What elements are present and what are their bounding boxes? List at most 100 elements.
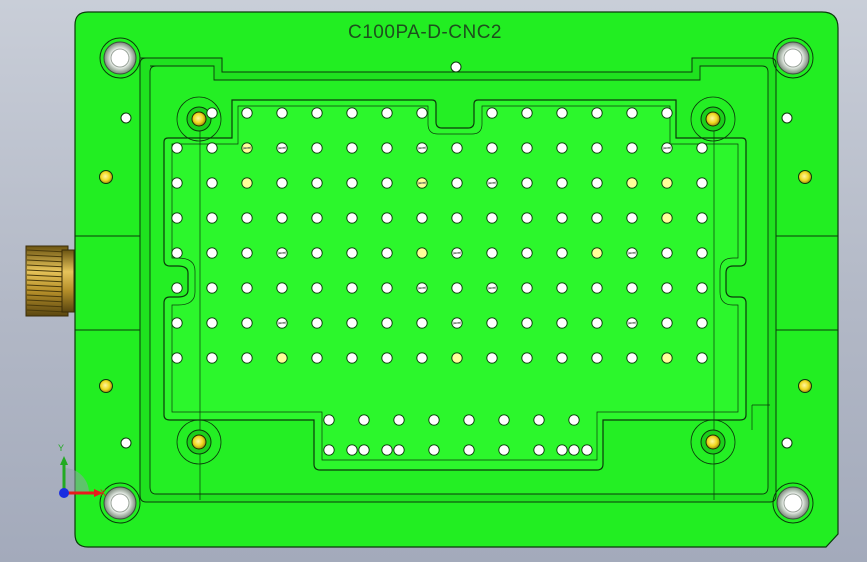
perforation-hole bbox=[311, 107, 323, 119]
perforation-hole bbox=[171, 282, 183, 294]
perforation-hole bbox=[346, 107, 358, 119]
perforation-hole bbox=[416, 247, 428, 259]
perforation-hole bbox=[241, 177, 253, 189]
perforation-hole bbox=[393, 414, 405, 426]
perforation-hole bbox=[206, 247, 218, 259]
perforation-hole bbox=[661, 142, 673, 154]
perforation-hole bbox=[696, 317, 708, 329]
perforation-hole bbox=[486, 212, 498, 224]
perforation-hole bbox=[556, 212, 568, 224]
perforation-hole bbox=[521, 247, 533, 259]
perforation-hole bbox=[521, 317, 533, 329]
countersunk-hole-icon[interactable] bbox=[99, 37, 141, 79]
countersunk-hole-icon[interactable] bbox=[772, 482, 814, 524]
perforation-hole bbox=[626, 247, 638, 259]
perforation-hole bbox=[241, 107, 253, 119]
perforation-hole bbox=[381, 317, 393, 329]
perforation-hole bbox=[696, 352, 708, 364]
perforation-hole bbox=[346, 177, 358, 189]
perforation-hole bbox=[381, 352, 393, 364]
mounting-hole[interactable] bbox=[99, 170, 113, 184]
pin-hole[interactable] bbox=[120, 112, 132, 124]
perforation-hole bbox=[171, 212, 183, 224]
perforation-hole bbox=[521, 107, 533, 119]
perforation-hole bbox=[241, 352, 253, 364]
threaded-insert-icon[interactable] bbox=[176, 96, 222, 142]
perforation-hole bbox=[241, 247, 253, 259]
perforation-hole bbox=[556, 352, 568, 364]
perforation-hole bbox=[451, 317, 463, 329]
perforation-hole bbox=[556, 142, 568, 154]
perforation-hole bbox=[451, 142, 463, 154]
perforation-hole bbox=[276, 247, 288, 259]
perforation-hole bbox=[206, 352, 218, 364]
perforation-hole bbox=[486, 107, 498, 119]
countersunk-hole-icon[interactable] bbox=[99, 482, 141, 524]
perforation-hole bbox=[381, 107, 393, 119]
pin-hole[interactable] bbox=[781, 112, 793, 124]
mounting-hole[interactable] bbox=[99, 379, 113, 393]
perforation-hole bbox=[533, 444, 545, 456]
perforation-hole bbox=[416, 282, 428, 294]
perforation-hole bbox=[521, 212, 533, 224]
perforation-hole bbox=[556, 282, 568, 294]
perforation-hole bbox=[556, 247, 568, 259]
perforation-hole bbox=[486, 247, 498, 259]
perforation-hole bbox=[276, 352, 288, 364]
perforation-hole bbox=[346, 142, 358, 154]
axis-triad-icon: Y X bbox=[48, 440, 118, 510]
perforation-hole bbox=[626, 317, 638, 329]
perforation-hole bbox=[463, 444, 475, 456]
perforation-hole bbox=[591, 352, 603, 364]
pocket-floor-inner-edge bbox=[171, 105, 739, 461]
perforation-hole bbox=[416, 177, 428, 189]
pin-hole[interactable] bbox=[120, 437, 132, 449]
perforation-hole bbox=[556, 107, 568, 119]
perforation-hole bbox=[661, 212, 673, 224]
perforation-hole bbox=[206, 177, 218, 189]
perforation-hole bbox=[416, 352, 428, 364]
perforation-hole bbox=[381, 212, 393, 224]
perforation-hole bbox=[581, 444, 593, 456]
perforation-hole bbox=[451, 282, 463, 294]
countersunk-hole-icon[interactable] bbox=[772, 37, 814, 79]
perforation-hole bbox=[591, 282, 603, 294]
perforation-hole bbox=[661, 317, 673, 329]
perforation-hole bbox=[346, 317, 358, 329]
perforation-hole bbox=[171, 142, 183, 154]
part-number-label: C100PA-D-CNC2 bbox=[348, 22, 502, 43]
perforation-hole bbox=[696, 212, 708, 224]
perforation-hole bbox=[171, 177, 183, 189]
threaded-connector-icon[interactable] bbox=[25, 245, 75, 317]
perforation-hole bbox=[171, 247, 183, 259]
pin-hole[interactable] bbox=[781, 437, 793, 449]
perforation-hole bbox=[451, 352, 463, 364]
perforation-hole bbox=[358, 444, 370, 456]
perforation-hole bbox=[323, 414, 335, 426]
perforation-hole bbox=[346, 352, 358, 364]
perforation-hole bbox=[381, 444, 393, 456]
mounting-hole[interactable] bbox=[798, 170, 812, 184]
triad-y-label: Y bbox=[58, 443, 65, 453]
perforation-hole bbox=[696, 177, 708, 189]
threaded-insert-icon[interactable] bbox=[690, 419, 736, 465]
perforation-hole bbox=[381, 282, 393, 294]
perforation-hole bbox=[276, 107, 288, 119]
perforation-hole bbox=[591, 142, 603, 154]
perforation-hole bbox=[311, 212, 323, 224]
perforation-hole bbox=[346, 212, 358, 224]
mounting-hole[interactable] bbox=[798, 379, 812, 393]
threaded-insert-icon[interactable] bbox=[176, 419, 222, 465]
pin-hole[interactable] bbox=[450, 61, 462, 73]
perforation-hole bbox=[393, 444, 405, 456]
perforation-hole bbox=[171, 317, 183, 329]
perforation-hole bbox=[661, 352, 673, 364]
perforation-hole bbox=[626, 212, 638, 224]
perforation-hole bbox=[451, 212, 463, 224]
perforation-hole bbox=[591, 107, 603, 119]
threaded-insert-icon[interactable] bbox=[690, 96, 736, 142]
perforation-hole bbox=[451, 247, 463, 259]
perforation-hole bbox=[381, 142, 393, 154]
